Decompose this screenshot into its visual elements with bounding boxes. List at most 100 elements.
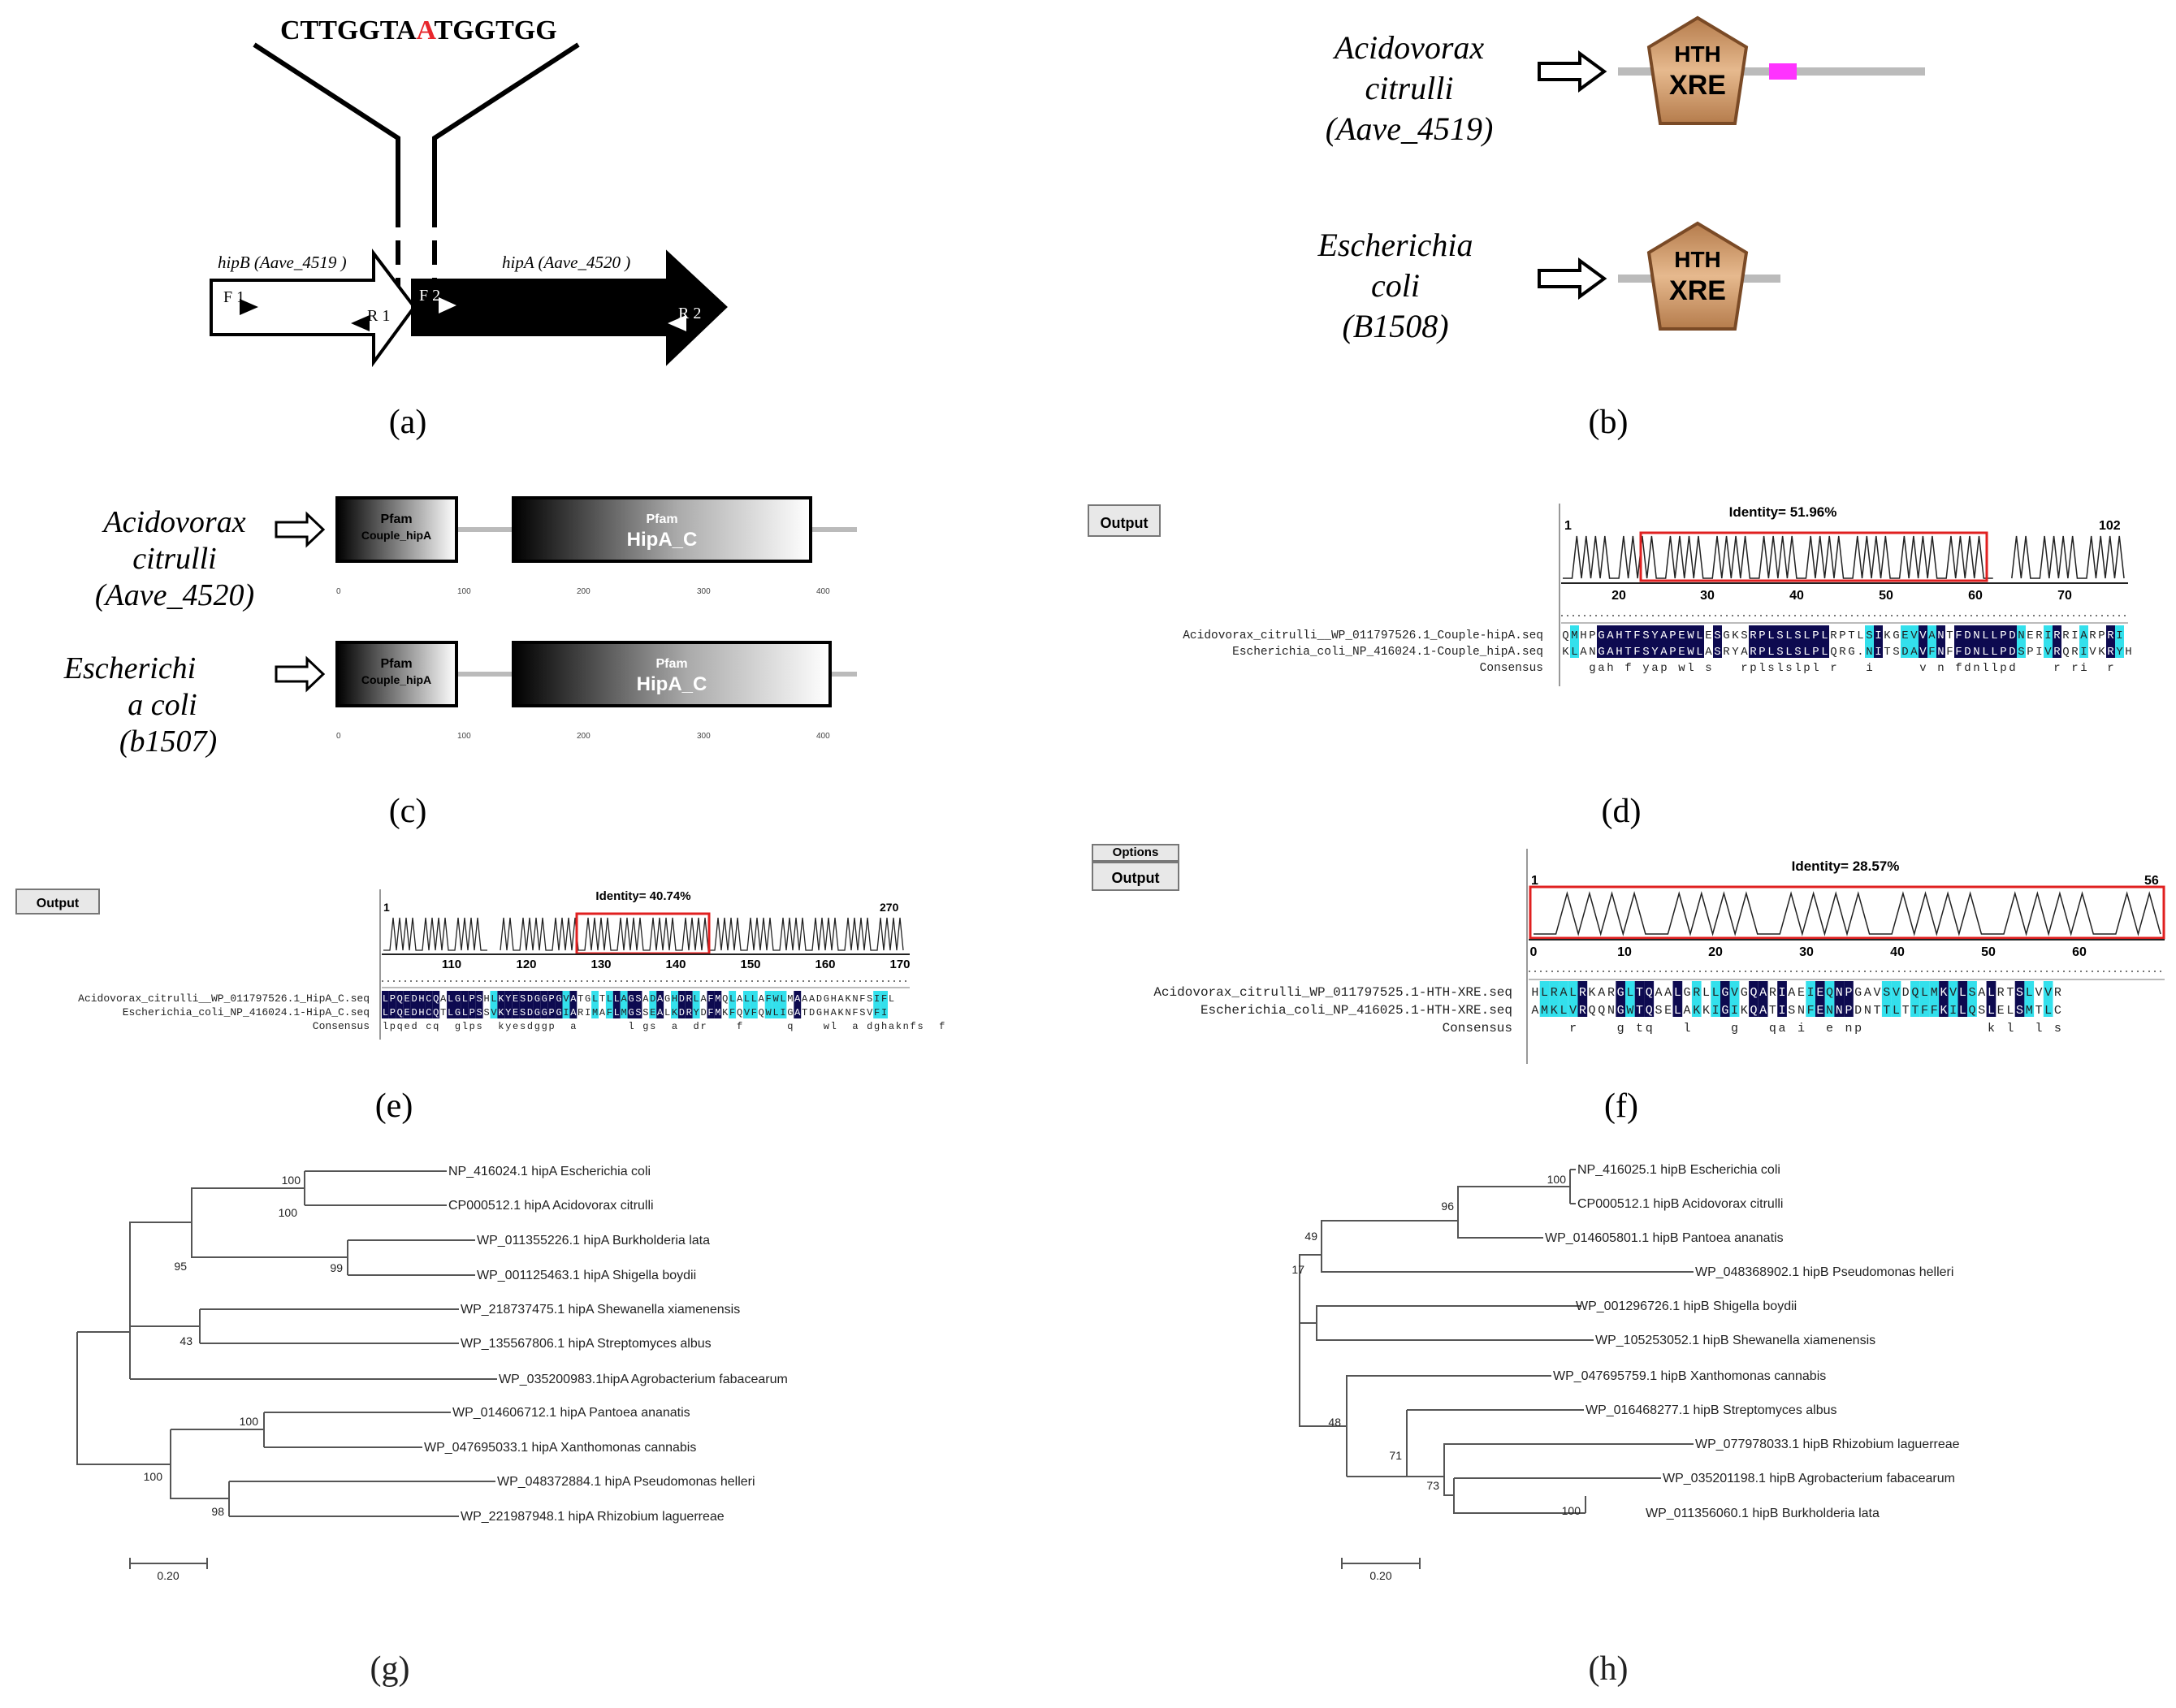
h-leaf-4: WP_048368902.1 hipB Pseudomonas helleri [1695, 1265, 1953, 1279]
residue: A [1910, 646, 1918, 659]
residue: L [1560, 1004, 1567, 1018]
residue: S [867, 993, 872, 1005]
residue: L [1821, 629, 1828, 642]
residue-cell [1767, 625, 1776, 642]
residue: I [1949, 1004, 1957, 1018]
residue: F [852, 1007, 858, 1018]
residue: D [527, 1007, 533, 1018]
residue: S [1866, 629, 1872, 642]
residue-cell [677, 991, 686, 1005]
b-pointer-arrow-1 [1538, 50, 1607, 93]
residue: L [1674, 986, 1681, 1000]
residue: A [1864, 986, 1871, 1000]
residue-cell [1597, 642, 1606, 658]
e-tick-170: 170 [889, 958, 910, 971]
f-output-button[interactable] [1092, 862, 1179, 891]
residue: E [1797, 986, 1805, 1000]
residue: S [2016, 986, 2023, 1000]
residue: N [2018, 629, 2024, 642]
residue: P [1812, 629, 1819, 642]
residue: T [2006, 986, 2014, 1000]
primer-F2-arrow [439, 297, 456, 313]
residue-cell [475, 991, 483, 1005]
consensus-residue: r [2053, 662, 2060, 675]
c-axis-ticks-2: 0 100 200 300 400 [336, 732, 830, 741]
residue: T [1624, 646, 1631, 659]
residue: H [1616, 646, 1622, 659]
residue-cell [1806, 981, 1815, 999]
residue-cell [1802, 625, 1811, 642]
residue-cell [504, 991, 513, 1005]
residue-cell [1958, 999, 1968, 1017]
residue-cell [1919, 642, 1927, 658]
residue: E [1678, 629, 1685, 642]
residue: V [1893, 986, 1900, 1000]
residue-cell [2043, 999, 2053, 1017]
c-tick-2-0: 0 [336, 732, 341, 741]
residue-cell [447, 991, 454, 1005]
residue: L [1991, 646, 1997, 659]
g-leaf-11: WP_221987948.1 hipA Rhizobium laguerreae [461, 1510, 725, 1524]
residue-cell [1824, 999, 1835, 1017]
residue: N [1589, 646, 1595, 659]
d-output-button[interactable] [1088, 504, 1161, 537]
residue: L [1785, 646, 1792, 659]
residue: E [404, 1007, 410, 1018]
panel-label-h: (h) [1589, 1650, 1629, 1688]
residue: R [2053, 646, 2061, 659]
g-tree-labels: NP_416024.1 hipA Escherichia coli CP0005… [144, 1165, 788, 1688]
residue-cell [1634, 999, 1645, 1017]
primer-R1-arrow [351, 315, 370, 331]
residue: I [1731, 1004, 1738, 1018]
e-output-button[interactable] [15, 889, 100, 915]
c-couple-hipA-domain-1 [335, 496, 458, 563]
f-options-button[interactable] [1092, 844, 1179, 862]
c-hipA-C-domain-2 [512, 641, 832, 707]
residue-cell [1972, 642, 1981, 658]
f-tick-60: 60 [2072, 945, 2087, 959]
residue: N [1864, 1004, 1871, 1018]
residue-cell [1936, 625, 1945, 642]
mutated-base: A [417, 15, 437, 45]
residue: A [1531, 1004, 1538, 1018]
residue: S [1978, 1004, 1985, 1018]
residue: F [707, 993, 713, 1005]
residue-cell [1865, 642, 1874, 658]
residue: V [1919, 629, 1927, 642]
residue-cell [764, 991, 772, 1005]
zoom-line-right [432, 42, 580, 203]
residue-cell [1606, 625, 1615, 642]
consensus-residue: c [426, 1021, 431, 1032]
residue: A [794, 1007, 801, 1018]
h-leaf-8: WP_016468277.1 hipB Streptomyces albus [1585, 1403, 1837, 1417]
residue-cell [1834, 981, 1845, 999]
residue-cell [1758, 981, 1768, 999]
residue-cell [1910, 999, 1920, 1017]
residue-cell [1891, 999, 1901, 1017]
residue: W [766, 1007, 772, 1018]
c-org2-line3: (b1507) [119, 724, 217, 759]
residue-cell [2024, 981, 2035, 999]
residue: G [628, 993, 634, 1005]
residue-cell [1672, 999, 1683, 1017]
consensus-residue: l [1794, 662, 1801, 675]
h-bootstrap-7: 73 [1426, 1479, 1439, 1492]
residue-cell [1549, 999, 1560, 1017]
residue: L [1982, 629, 1988, 642]
residue-cell [1644, 999, 1655, 1017]
residue-cell [562, 991, 570, 1005]
residue: Q [722, 993, 728, 1005]
residue: Q [737, 1007, 742, 1018]
residue-cell [1793, 625, 1802, 642]
residue-cell [388, 991, 396, 1005]
panel-label-e: (e) [375, 1087, 413, 1125]
residue: T [2035, 1004, 2042, 1018]
c-tick-1-100: 100 [457, 587, 471, 596]
residue: R [1693, 986, 1700, 1000]
residue: A [1580, 646, 1587, 659]
consensus-residue: w [1678, 662, 1685, 675]
residue: L [1696, 629, 1702, 642]
residue-cell [1597, 625, 1606, 642]
c-org1-line2: citrulli [132, 542, 216, 576]
c-couple-hipA-domain-2 [335, 641, 458, 707]
